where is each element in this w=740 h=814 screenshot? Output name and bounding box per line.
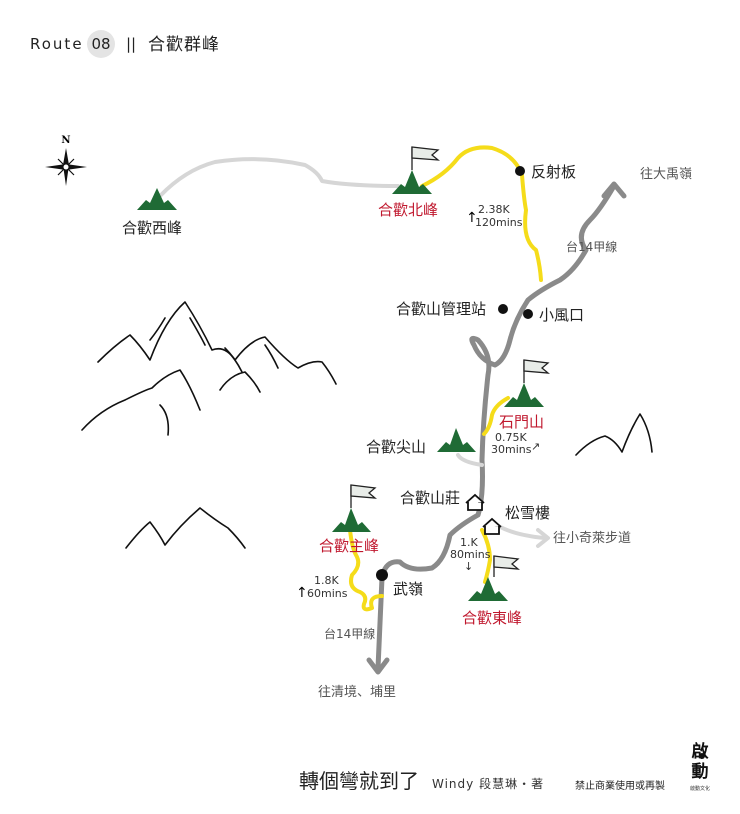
shimen-trail bbox=[482, 396, 510, 436]
shimen-trail-stats: 0.75K 30mins ↗ bbox=[491, 431, 540, 456]
up-arrow-icon: ↑ bbox=[466, 210, 478, 226]
xiaofengkou-marker bbox=[523, 309, 533, 319]
up-arrow-icon: ↑ bbox=[296, 585, 308, 601]
east-peak-trail bbox=[480, 528, 492, 584]
main-peak-mountain-icon bbox=[332, 484, 377, 532]
east-trail-stats: 1.K 80mins ↓ bbox=[450, 536, 491, 573]
west-peak-mountain-icon bbox=[137, 188, 177, 210]
road-tai14a bbox=[375, 183, 617, 671]
east-peak-label: 合歡東峰 bbox=[462, 609, 522, 627]
svg-text:80mins: 80mins bbox=[450, 548, 491, 561]
footer: 轉個彎就到了 Windy 段慧琳・著 禁止商業使用或再製 啟 動 啟動文化 bbox=[299, 741, 710, 793]
main-trail-stats: ↑ 1.8K 60mins bbox=[296, 574, 348, 601]
svg-text:1.K: 1.K bbox=[460, 536, 478, 549]
xiaoqilai-arrow bbox=[536, 528, 550, 548]
flag-icon bbox=[523, 359, 550, 374]
shimen-label: 石門山 bbox=[499, 413, 544, 431]
header: Route 08 || 合歡群峰 bbox=[30, 30, 220, 58]
north-trail-stats: ↑ 2.38K 120mins bbox=[466, 203, 523, 229]
station-marker bbox=[498, 304, 508, 314]
svg-text:120mins: 120mins bbox=[475, 216, 523, 229]
separator: || bbox=[126, 35, 136, 53]
svg-text:啟: 啟 bbox=[692, 741, 710, 762]
route-number: 08 bbox=[91, 35, 110, 53]
reflector-label: 反射板 bbox=[531, 163, 576, 181]
road-south-label: 台14甲線 bbox=[324, 626, 375, 641]
flag-icon bbox=[493, 555, 520, 570]
compass-north-label: N bbox=[61, 135, 70, 146]
station-label: 合歡山管理站 bbox=[396, 300, 486, 318]
author: Windy 段慧琳・著 bbox=[432, 776, 544, 791]
route-label: Route bbox=[30, 35, 84, 53]
xiaoqilai-label: 往小奇萊步道 bbox=[553, 530, 631, 546]
jianshan-label: 合歡尖山 bbox=[366, 438, 426, 456]
xiaofengkou-label: 小風口 bbox=[539, 306, 584, 324]
compass-icon: N bbox=[45, 135, 87, 186]
publisher-name: 啟動文化 bbox=[690, 785, 710, 792]
copyright-notice: 禁止商業使用或再製 bbox=[575, 779, 665, 792]
west-peak-label: 合歡西峰 bbox=[122, 219, 182, 237]
dayuling-label: 往大禹嶺 bbox=[640, 167, 692, 182]
qingjing-label: 往清境、埔里 bbox=[318, 685, 396, 700]
songxue-label: 松雪樓 bbox=[505, 504, 550, 522]
reflector-marker bbox=[515, 166, 525, 176]
wuling-label: 武嶺 bbox=[393, 580, 423, 598]
svg-text:0.75K: 0.75K bbox=[495, 431, 527, 444]
jianshan-mountain-icon bbox=[437, 428, 476, 452]
down-arrow-icon: ↓ bbox=[464, 560, 473, 573]
shimen-mountain-icon bbox=[504, 359, 550, 407]
wuling-marker bbox=[376, 569, 388, 581]
lodge-label: 合歡山莊 bbox=[400, 489, 460, 507]
publisher-logo: 啟 動 啟動文化 bbox=[690, 741, 710, 792]
road-arrow-south bbox=[366, 657, 390, 675]
west-peak-trail bbox=[158, 157, 400, 198]
north-peak-mountain-icon bbox=[392, 146, 440, 194]
book-title: 轉個彎就到了 bbox=[299, 769, 419, 793]
svg-text:1.8K: 1.8K bbox=[314, 574, 339, 587]
north-peak-label: 合歡北峰 bbox=[378, 201, 438, 219]
main-peak-label: 合歡主峰 bbox=[319, 537, 379, 555]
svg-text:60mins: 60mins bbox=[307, 587, 348, 600]
flag-icon bbox=[350, 484, 377, 499]
page-title: 合歡群峰 bbox=[148, 35, 220, 55]
up-right-arrow-icon: ↗ bbox=[531, 440, 540, 453]
svg-text:2.38K: 2.38K bbox=[478, 203, 510, 216]
songxue-house-icon bbox=[482, 517, 502, 535]
jianshan-trail bbox=[456, 453, 484, 467]
svg-text:30mins: 30mins bbox=[491, 443, 532, 456]
flag-icon bbox=[411, 146, 440, 161]
decorative-mountains bbox=[81, 301, 653, 549]
main-peak-trail bbox=[348, 528, 384, 612]
road-north-label: 台14甲線 bbox=[566, 239, 617, 254]
east-peak-mountain-icon bbox=[468, 555, 520, 601]
road-arrow-north bbox=[601, 181, 627, 199]
route-number-badge bbox=[87, 30, 115, 58]
svg-text:動: 動 bbox=[692, 761, 709, 782]
lodge-house-icon bbox=[465, 493, 485, 511]
